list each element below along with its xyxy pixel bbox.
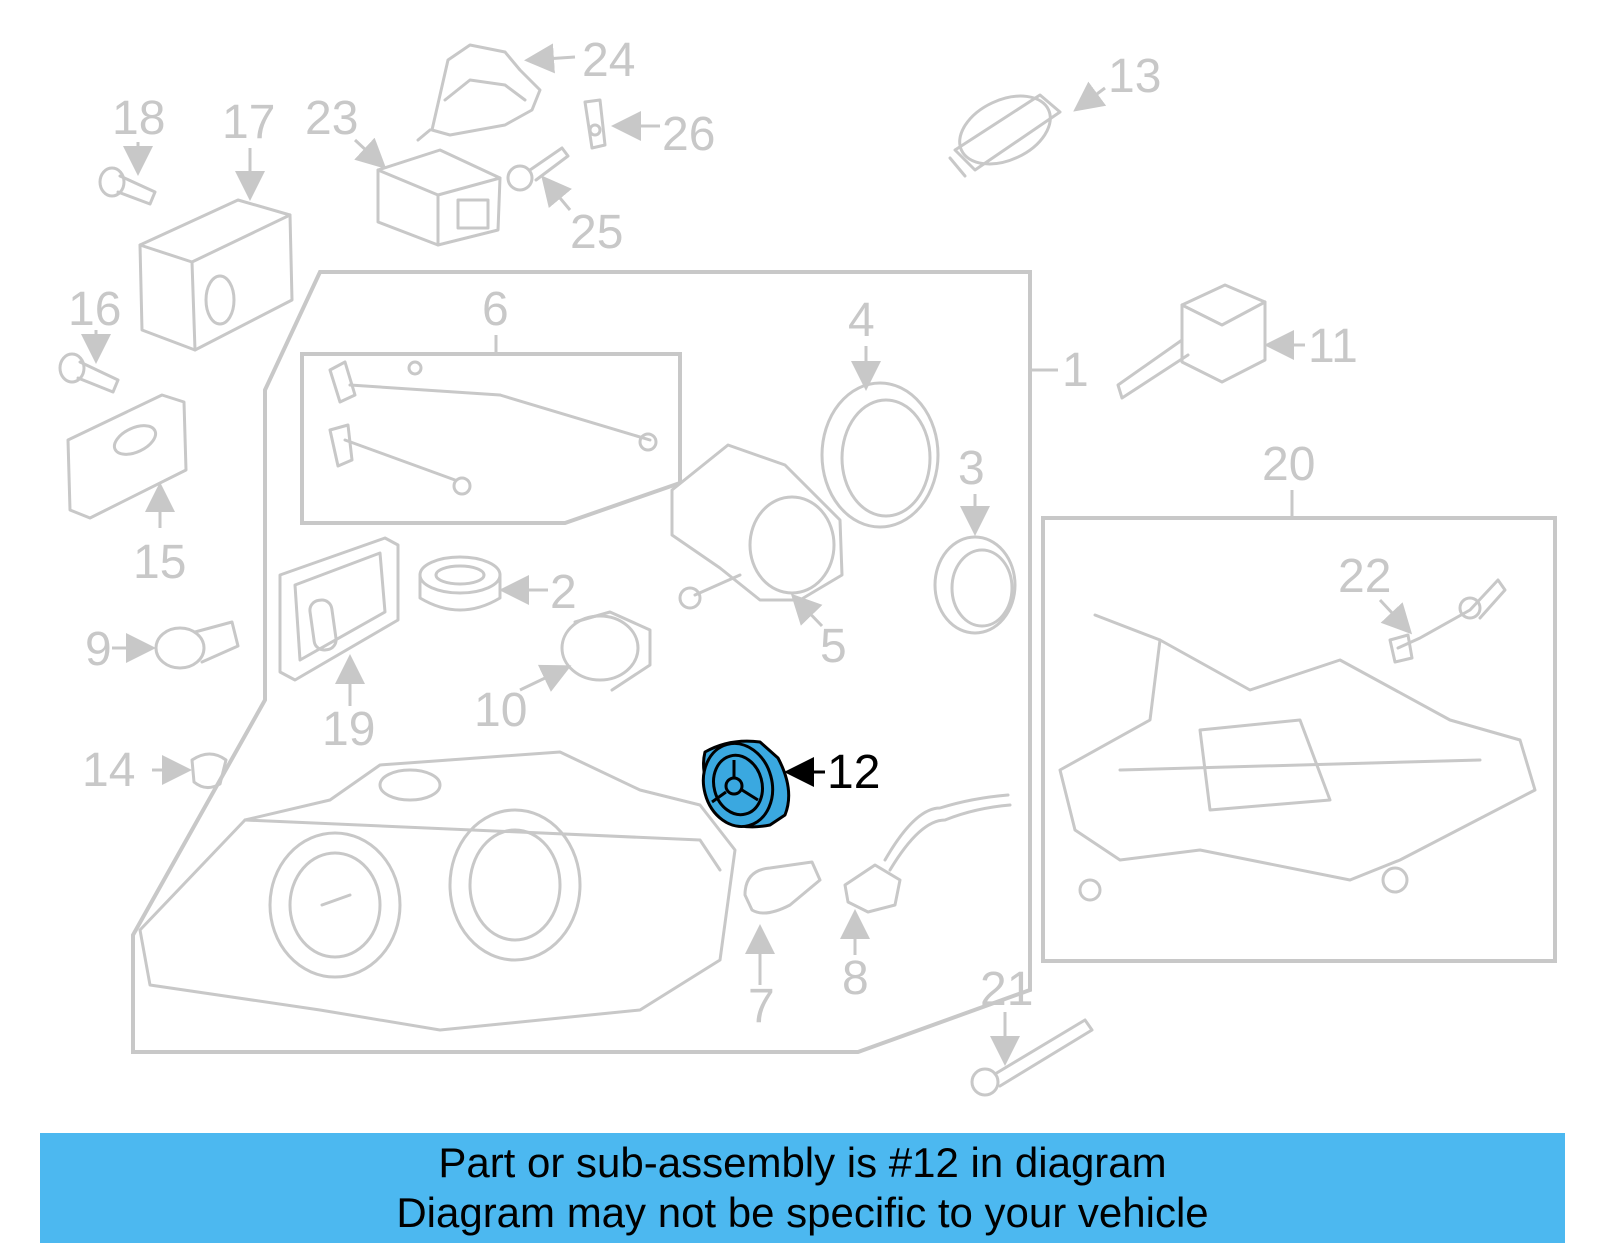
callout-17: 17	[222, 96, 275, 149]
part-7-wedge-bulb	[743, 860, 822, 985]
part-21-bolt	[970, 1012, 1094, 1097]
part-4-seal-ring	[820, 346, 940, 529]
part-11-xenon-bulb	[1116, 283, 1305, 400]
callout-15: 15	[133, 536, 186, 589]
callout-9: 9	[85, 623, 112, 676]
part-18-screw	[98, 142, 157, 206]
part-17-ballast	[138, 148, 294, 352]
callout-8: 8	[842, 952, 869, 1005]
part-13-bulb	[948, 81, 1107, 178]
part-19-cover	[278, 536, 400, 706]
callout-11: 11	[1308, 320, 1358, 373]
part-16-screw	[58, 330, 120, 394]
callout-20: 20	[1262, 438, 1315, 491]
callout-3: 3	[958, 442, 985, 495]
banner-line-1: Part or sub-assembly is #12 in diagram	[438, 1139, 1167, 1186]
part-12-adjuster-highlighted[interactable]	[694, 736, 825, 835]
part-23-module	[353, 137, 502, 247]
part-14-plug	[152, 752, 228, 789]
callout-2: 2	[550, 566, 577, 619]
callout-18: 18	[112, 92, 165, 145]
callout-23: 23	[305, 92, 358, 145]
callout-19: 19	[322, 703, 375, 756]
callout-13: 13	[1108, 50, 1161, 103]
callout-21: 21	[980, 963, 1033, 1016]
callout-6: 6	[482, 283, 509, 336]
part-5-leveling-motor	[670, 443, 844, 628]
part-22-harness	[1378, 578, 1507, 664]
callout-10: 10	[474, 684, 527, 737]
callout-14: 14	[82, 744, 135, 797]
part-25-screw	[506, 146, 572, 211]
callout-1: 1	[1062, 344, 1089, 397]
headlamp-housing	[138, 750, 737, 1032]
leveling-linkage-box	[300, 352, 682, 525]
part-6-linkage	[328, 360, 658, 496]
callout-4: 4	[848, 294, 875, 347]
part-10-socket	[519, 610, 652, 692]
part-2-grommet	[418, 555, 548, 612]
headlamp-assembly-outline	[131, 270, 1032, 1054]
part-8-socket	[840, 793, 1012, 955]
callout-25: 25	[570, 206, 623, 259]
part-9-bulb	[112, 620, 240, 670]
callout-24: 24	[582, 34, 635, 87]
part-26-clip	[583, 98, 660, 150]
part-24-bracket	[416, 43, 576, 142]
callout-12: 12	[827, 746, 880, 799]
part-3-cap	[933, 494, 1017, 635]
part-15-control-unit	[66, 393, 188, 528]
callout-16: 16	[68, 283, 121, 336]
callout-5: 5	[820, 620, 847, 673]
callout-22: 22	[1338, 550, 1391, 603]
part-20-bracket	[1058, 613, 1537, 902]
banner-line-2: Diagram may not be specific to your vehi…	[396, 1189, 1209, 1236]
callout-7: 7	[748, 980, 775, 1033]
bracket-box	[1041, 516, 1557, 963]
callout-26: 26	[662, 108, 715, 161]
info-banner: Part or sub-assembly is #12 in diagram D…	[40, 1133, 1565, 1243]
